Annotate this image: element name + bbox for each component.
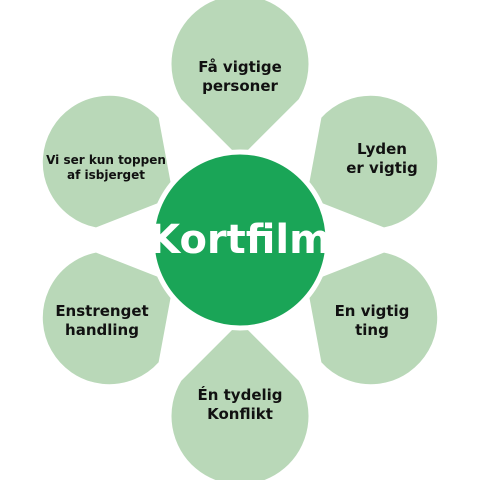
petal-shapes: [39, 0, 441, 480]
petal-label-top-line1: Få vigtige: [198, 58, 282, 76]
petal-label-bottom: Én tydelig Konflikt: [165, 386, 315, 424]
petal-lower-right: [303, 249, 441, 388]
petal-label-top: Få vigtige personer: [170, 58, 310, 96]
petal-lower-left: [39, 249, 177, 388]
petal-label-upper-left-line1: Vi ser kun toppen: [46, 153, 166, 167]
petal-upper-left: [39, 92, 177, 231]
petal-label-lower-right: En vigtig ting: [308, 302, 436, 340]
petal-label-lower-right-line2: ting: [355, 320, 389, 339]
petal-label-lower-left-line1: Enstrenget: [55, 302, 149, 320]
center-label: Kortfilm: [149, 217, 331, 263]
petal-label-upper-left-line2: af isbjerget: [67, 168, 145, 182]
petal-label-top-line2: personer: [202, 76, 278, 95]
petal-label-lower-right-line1: En vigtig: [334, 302, 410, 320]
petal-bottom: [168, 317, 312, 480]
petal-upper-right: [303, 92, 441, 231]
petal-label-lower-left-line2: handling: [65, 320, 139, 339]
center-circle: [149, 149, 331, 331]
petal-label-lower-left: Enstrenget handling: [32, 302, 172, 340]
petal-label-upper-right-line1: Lyden: [357, 140, 407, 158]
petal-top: [168, 0, 312, 163]
petal-label-upper-right-line2: er vigtig: [346, 158, 418, 177]
petal-label-bottom-line2: Konflikt: [207, 404, 273, 423]
petal-label-upper-right: Lyden er vigtig: [318, 140, 446, 178]
petal-label-upper-left: Vi ser kun toppen af isbjerget: [26, 153, 186, 183]
petal-label-bottom-line1: Én tydelig: [197, 386, 283, 404]
